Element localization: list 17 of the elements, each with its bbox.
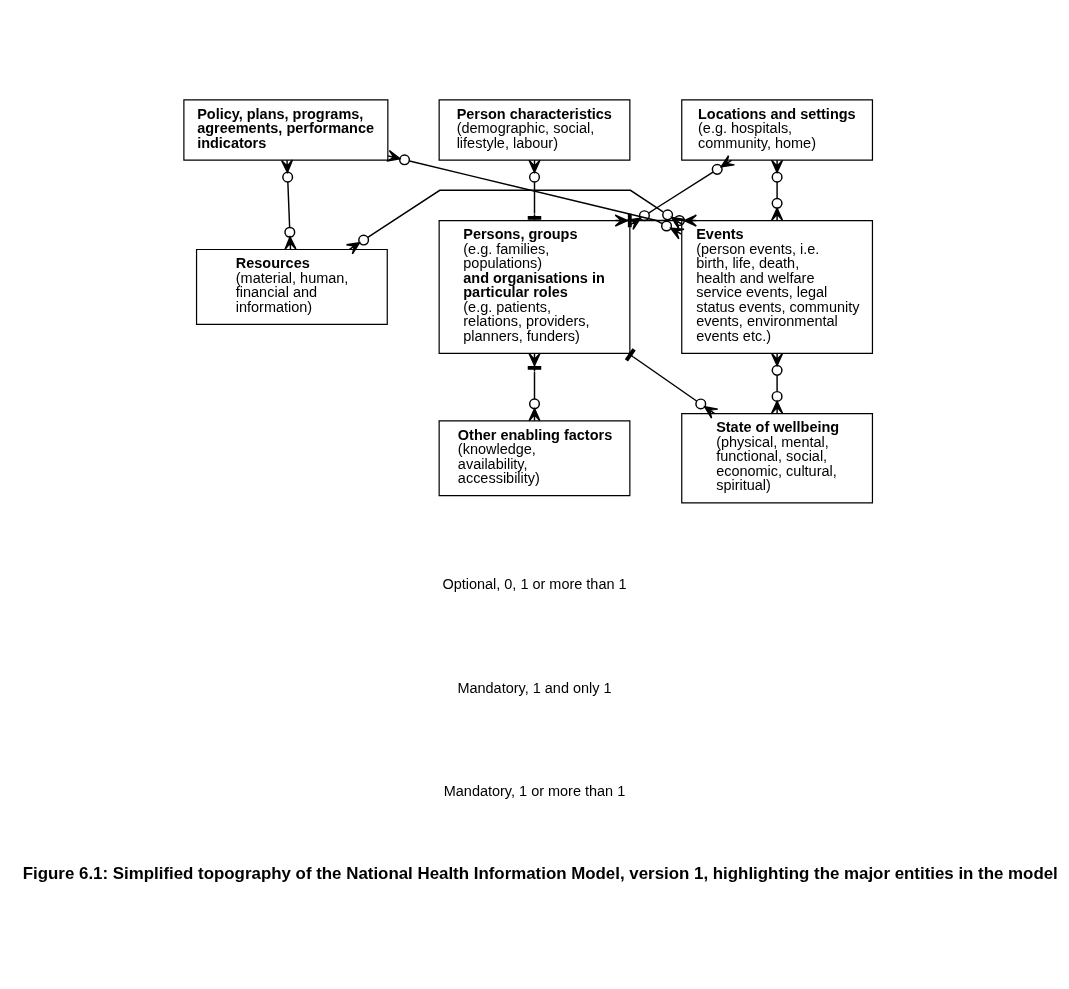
node-box: Events (person events, i.e. birth, life, death, health and welfare service events, legal status events, community events, environmental events etc.) <box>681 219 874 354</box>
connector <box>624 348 719 419</box>
connector <box>280 159 297 251</box>
connector <box>770 159 784 221</box>
node-box: Resources (material, human, financial and information) <box>195 248 388 325</box>
legend-label: Optional, 0, 1 or more than 1 <box>442 575 627 592</box>
connector <box>770 352 784 415</box>
legend-label: Mandatory, 1 and only 1 <box>457 679 612 696</box>
node-box: Persons, groups (e.g. families, populations) and organisations in particular roles (e.g. patients, relations, providers, planners, funders) <box>438 219 631 354</box>
caption: Figure 6.1: Simplified topography of the National Health Information Model, version 1, highlighting the major entities in the model <box>22 863 1058 883</box>
node-box: Locations and settings (e.g. hospitals, community, home) <box>681 99 874 161</box>
node-box: Other enabling factors (knowledge, availability, accessibility) <box>438 420 631 497</box>
node-box: State of wellbeing (physical, mental, functional, social, economic, cultural, spiritual) <box>681 413 874 504</box>
legend-label: Mandatory, 1 or more than 1 <box>443 783 626 800</box>
node-box: Person characteristics (demographic, social, lifestyle, labour) <box>438 99 631 161</box>
node-box: Policy, plans, programs, agreements, performance indicators <box>183 99 389 161</box>
connector <box>527 352 542 422</box>
